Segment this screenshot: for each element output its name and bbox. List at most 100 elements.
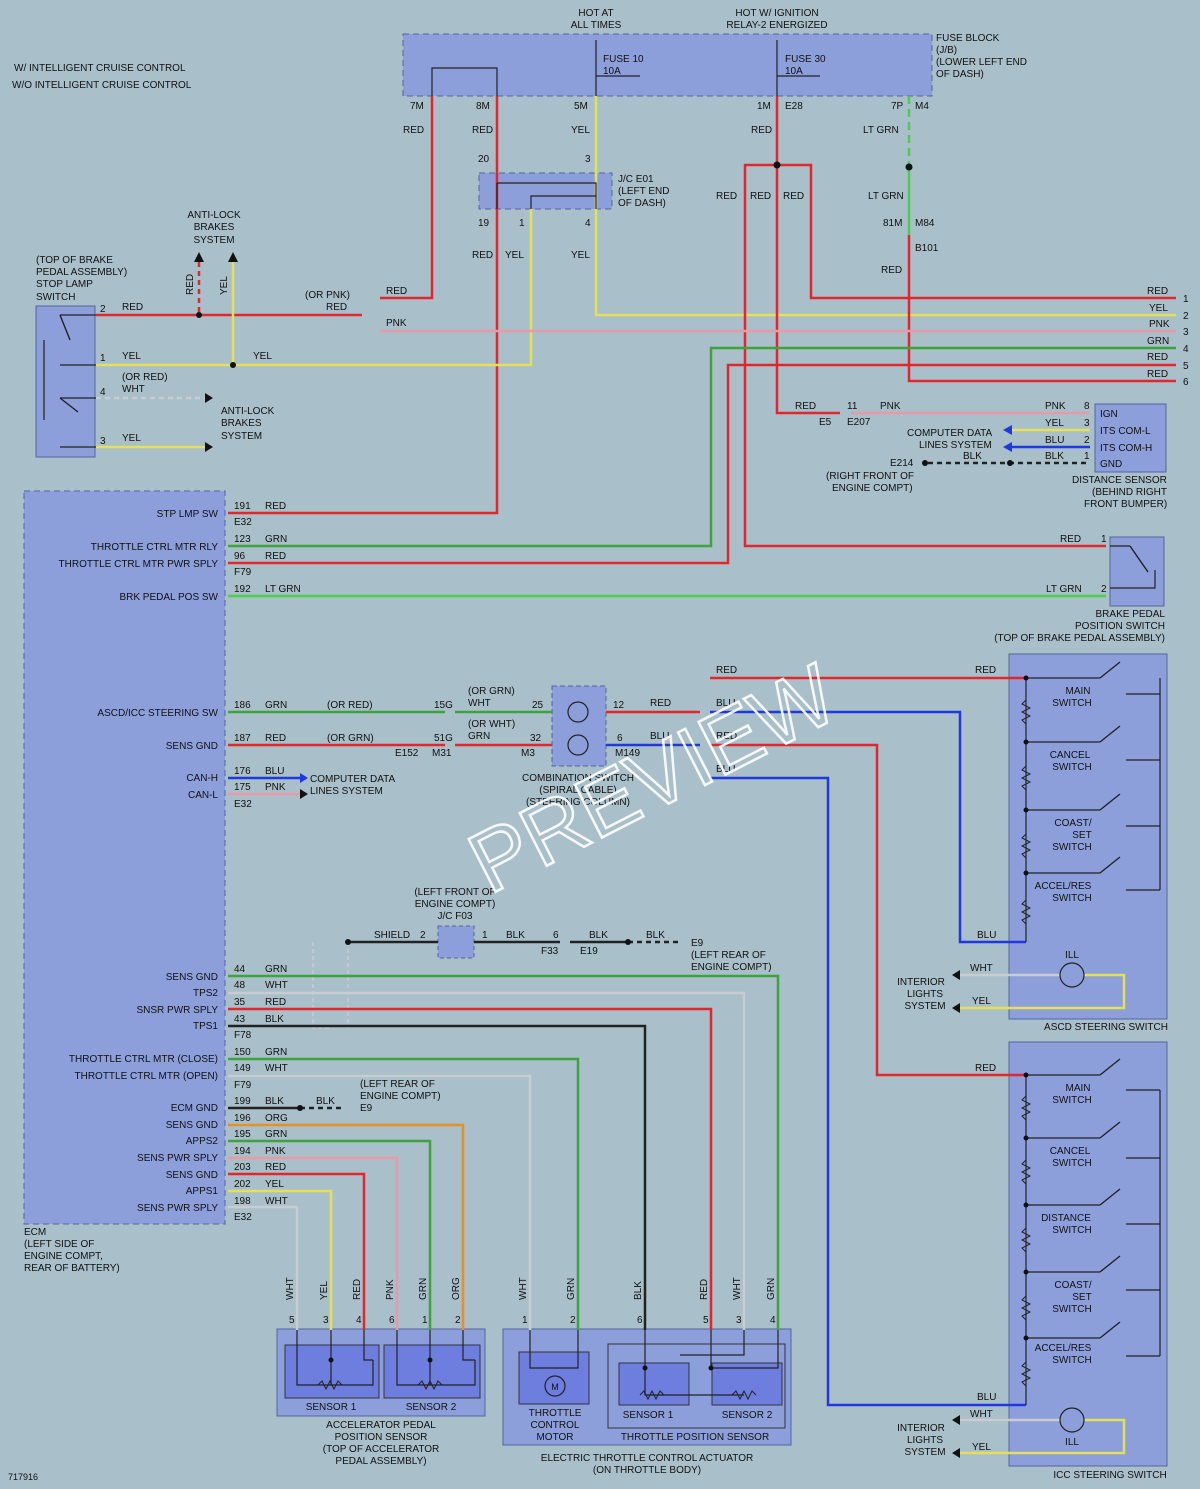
stop-lamp-pins: 2 1 4 3 — [100, 304, 106, 447]
svg-text:M4: M4 — [915, 101, 929, 112]
svg-text:RED: RED — [185, 274, 196, 295]
svg-text:THROTTLE CTRL MTR RLY: THROTTLE CTRL MTR RLY — [91, 542, 219, 553]
svg-text:BLK: BLK — [316, 1096, 335, 1107]
svg-text:5: 5 — [703, 1315, 709, 1326]
svg-text:PNK: PNK — [385, 1279, 396, 1300]
brake-pos-pins: 1 2 — [1101, 534, 1107, 595]
svg-text:186: 186 — [234, 700, 251, 711]
svg-text:(OR GRN): (OR GRN) — [327, 733, 374, 744]
wire-red-5 — [228, 363, 1176, 565]
legend-with-icc: W/ INTELLIGENT CRUISE CONTROL — [14, 63, 186, 74]
svg-text:RED: RED — [265, 997, 286, 1008]
ground-labels: SHIELD 2 1 BLK 6 BLK BLK F33 E19 E9 (LEF… — [360, 930, 772, 1114]
svg-text:1: 1 — [422, 1315, 428, 1326]
svg-text:THROTTLE POSITION SENSOR: THROTTLE POSITION SENSOR — [621, 1432, 769, 1443]
brake-pedal-position-switch-box — [1109, 536, 1165, 607]
svg-text:BLU: BLU — [977, 1392, 996, 1403]
svg-text:GRN: GRN — [265, 1129, 287, 1140]
svg-text:(OR RED): (OR RED) — [122, 372, 168, 383]
combo-spiral-2 — [567, 734, 589, 756]
svg-text:SWITCH: SWITCH — [1052, 1304, 1091, 1315]
svg-text:APPS2: APPS2 — [186, 1136, 219, 1147]
wire-grn-4 — [228, 346, 1176, 548]
svg-text:YEL: YEL — [571, 125, 590, 136]
svg-text:BLU: BLU — [716, 764, 735, 775]
svg-text:FRONT BUMPER): FRONT BUMPER) — [1084, 499, 1167, 510]
svg-text:STP LMP SW: STP LMP SW — [157, 509, 219, 520]
wire-pnk-194 — [228, 1156, 399, 1330]
svg-text:(LEFT REAR OF: (LEFT REAR OF — [691, 950, 766, 961]
svg-text:DISTANCE: DISTANCE — [1041, 1213, 1091, 1224]
svg-text:PNK: PNK — [1045, 401, 1066, 412]
svg-text:COAST/: COAST/ — [1054, 818, 1091, 829]
ecm-caption: ECM (LEFT SIDE OF ENGINE COMPT, REAR OF … — [24, 1227, 120, 1274]
svg-text:YEL: YEL — [1045, 418, 1064, 429]
svg-text:ENGINE COMPT): ENGINE COMPT) — [691, 962, 772, 973]
svg-text:TPS2: TPS2 — [193, 988, 218, 999]
svg-text:SWITCH: SWITCH — [1052, 1095, 1091, 1106]
svg-text:RED: RED — [1147, 352, 1168, 363]
svg-text:GRN: GRN — [265, 534, 287, 545]
svg-text:3: 3 — [585, 154, 591, 165]
hot-ign-2: RELAY-2 ENERGIZED — [726, 20, 827, 31]
fuse-block-box — [402, 33, 933, 97]
svg-text:51G: 51G — [434, 733, 453, 744]
svg-text:SENSOR 2: SENSOR 2 — [406, 1402, 457, 1413]
svg-text:SWITCH: SWITCH — [36, 292, 75, 303]
wire-blu-icc — [710, 776, 1026, 1407]
diagram-id: 717916 — [8, 1472, 38, 1482]
arrows — [194, 252, 1012, 1458]
svg-text:GRN: GRN — [265, 1047, 287, 1058]
svg-text:CAN-L: CAN-L — [188, 790, 218, 801]
svg-text:F78: F78 — [234, 1030, 252, 1041]
svg-text:RED: RED — [716, 665, 737, 676]
svg-text:6: 6 — [617, 733, 623, 744]
interior-wire-labels: WHT YEL WHT YEL — [970, 963, 993, 1453]
svg-text:E32: E32 — [234, 799, 252, 810]
svg-text:19: 19 — [478, 218, 490, 229]
ascd-ill-lamp — [1059, 962, 1085, 988]
svg-text:MOTOR: MOTOR — [536, 1432, 573, 1443]
svg-text:BLK: BLK — [506, 930, 525, 941]
wire-red-icc — [710, 743, 1026, 1077]
svg-text:149: 149 — [234, 1063, 251, 1074]
svg-text:ACCELERATOR PEDAL: ACCELERATOR PEDAL — [326, 1420, 436, 1431]
svg-text:CAN-H: CAN-H — [186, 773, 218, 784]
svg-text:DISTANCE SENSOR: DISTANCE SENSOR — [1072, 475, 1167, 486]
svg-text:BRAKES: BRAKES — [221, 418, 262, 429]
etc-labels: 1 2 6 5 3 4 WHT GRN BLK RED WHT GRN — [518, 1277, 777, 1326]
svg-text:WHT: WHT — [970, 1409, 993, 1420]
svg-text:E5: E5 — [819, 417, 832, 428]
svg-text:FUSE BLOCK: FUSE BLOCK — [936, 33, 1000, 44]
svg-text:RED: RED — [403, 125, 424, 136]
wire-red-1m-a — [775, 96, 1176, 300]
svg-text:BLK: BLK — [1045, 451, 1064, 462]
svg-text:191: 191 — [234, 501, 251, 512]
top-labels: HOT AT ALL TIMES HOT W/ IGNITION RELAY-2… — [571, 8, 828, 31]
svg-text:WHT: WHT — [265, 1063, 288, 1074]
svg-text:ANTI-LOCK: ANTI-LOCK — [221, 406, 275, 417]
legend-without-icc: W/O INTELLIGENT CRUISE CONTROL — [12, 80, 192, 91]
svg-text:ENGINE COMPT): ENGINE COMPT) — [360, 1091, 441, 1102]
app-sensor1-inner — [284, 1344, 380, 1399]
svg-text:195: 195 — [234, 1129, 251, 1140]
svg-text:APPS1: APPS1 — [186, 1186, 219, 1197]
combination-switch-box — [551, 685, 607, 767]
svg-text:RED: RED — [975, 1063, 996, 1074]
svg-text:GRN: GRN — [1147, 336, 1169, 347]
svg-text:YEL: YEL — [122, 433, 141, 444]
svg-text:SWITCH: SWITCH — [1052, 762, 1091, 773]
svg-text:194: 194 — [234, 1146, 251, 1157]
svg-text:SENSOR 1: SENSOR 1 — [623, 1410, 674, 1421]
svg-text:(SPIRAL CABLE): (SPIRAL CABLE) — [539, 785, 616, 796]
svg-text:187: 187 — [234, 733, 251, 744]
svg-text:150: 150 — [234, 1047, 251, 1058]
svg-text:RED: RED — [1147, 286, 1168, 297]
svg-text:176: 176 — [234, 766, 251, 777]
svg-text:YEL: YEL — [253, 351, 272, 362]
wire-yel-jc1 — [96, 209, 533, 367]
svg-text:5: 5 — [289, 1315, 295, 1326]
wire-blk-43 — [228, 1024, 647, 1330]
svg-text:7M: 7M — [410, 101, 424, 112]
